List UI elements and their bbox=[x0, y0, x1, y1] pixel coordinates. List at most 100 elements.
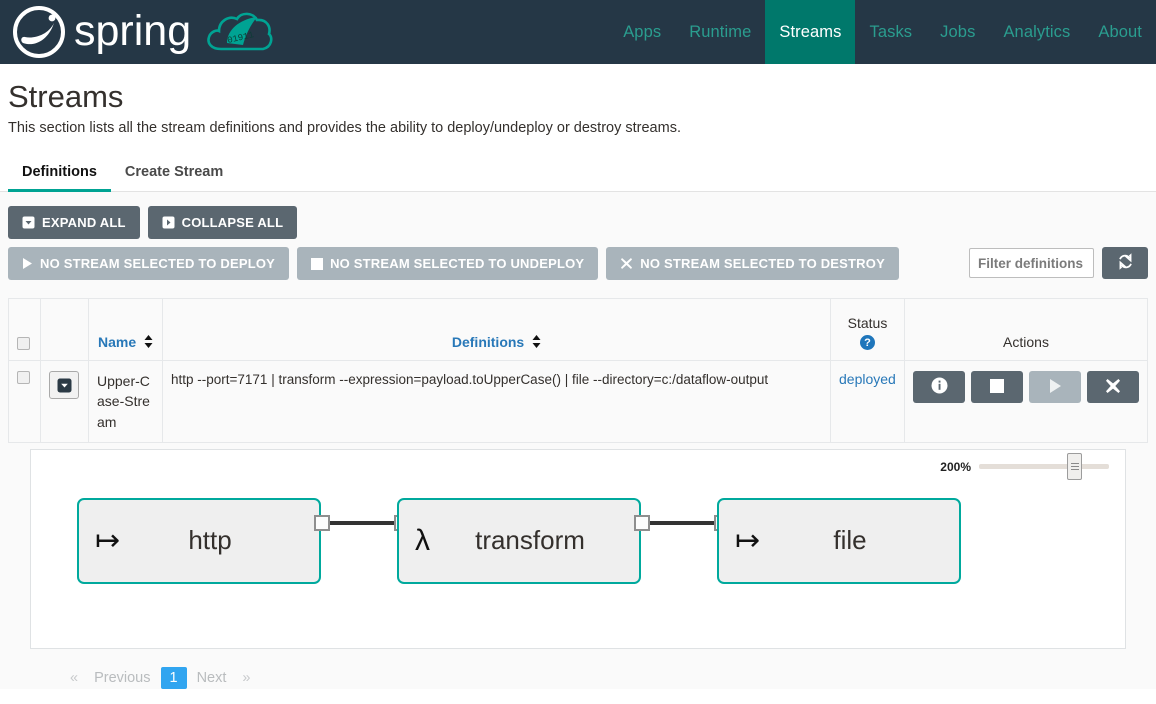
actions-header: Actions bbox=[904, 298, 1148, 362]
page-number-1[interactable]: 1 bbox=[160, 666, 187, 689]
stream-definitions-table: Name Definitions bbox=[8, 298, 1148, 443]
link-transform-file[interactable] bbox=[650, 520, 717, 525]
row-name: Upper-Case-Stream bbox=[88, 360, 163, 443]
play-triangle-icon bbox=[1048, 378, 1062, 397]
status-badge[interactable]: deployed bbox=[839, 371, 896, 388]
sink-mapsto-icon: ↦ bbox=[735, 523, 761, 557]
nav-item-streams[interactable]: Streams bbox=[765, 0, 856, 64]
select-all-header bbox=[8, 298, 41, 362]
tab-create-stream[interactable]: Create Stream bbox=[124, 164, 224, 181]
brand-logo[interactable]: spring 01911 bbox=[0, 0, 277, 64]
nav-item-tasks[interactable]: Tasks bbox=[869, 22, 913, 41]
refresh-button[interactable] bbox=[1102, 247, 1148, 280]
row-actions-cell bbox=[904, 360, 1148, 443]
nav-item-runtime[interactable]: Runtime bbox=[689, 22, 752, 41]
row-status-cell: deployed bbox=[830, 360, 905, 443]
brand-wordmark: spring bbox=[74, 9, 199, 55]
refresh-icon bbox=[1117, 253, 1134, 273]
table-body: Upper-Case-Stream http --port=7171 | tra… bbox=[8, 360, 1148, 443]
deploy-streams-button[interactable]: NO STREAM SELECTED TO DEPLOY bbox=[8, 247, 290, 281]
sort-caret-icon bbox=[144, 335, 153, 351]
link-http-transform[interactable] bbox=[330, 520, 398, 525]
info-button[interactable] bbox=[913, 371, 965, 404]
name-header-label: Name bbox=[97, 334, 137, 351]
zoom-control: 200% bbox=[940, 453, 1109, 481]
definitions-panel: EXPAND ALL COLLAPSE ALL NO STREAM SELECT… bbox=[0, 192, 1156, 689]
stream-diagram-panel: 200% ↦ http λ bbox=[30, 448, 1126, 649]
collapse-all-button[interactable]: COLLAPSE ALL bbox=[147, 206, 298, 240]
row-actions bbox=[913, 371, 1139, 404]
spring-leaf-logo bbox=[8, 1, 70, 63]
undeploy-streams-button[interactable]: NO STREAM SELECTED TO UNDEPLOY bbox=[297, 247, 599, 281]
stop-square-icon bbox=[311, 257, 324, 270]
stream-graph: ↦ http λ transform bbox=[31, 480, 1125, 640]
nav-items: Apps Runtime Streams Tasks Jobs Analytic… bbox=[609, 0, 1156, 64]
table-row: Upper-Case-Stream http --port=7171 | tra… bbox=[8, 360, 1148, 443]
transform-output-port[interactable] bbox=[634, 514, 650, 531]
zoom-slider-handle[interactable] bbox=[1067, 453, 1083, 481]
definitions-header-label: Definitions bbox=[451, 334, 525, 351]
sort-by-name[interactable]: Name bbox=[98, 334, 153, 350]
filter-definitions-input[interactable] bbox=[969, 248, 1094, 279]
svg-text:spring: spring bbox=[74, 9, 191, 55]
destroy-streams-label: NO STREAM SELECTED TO DESTROY bbox=[640, 256, 885, 272]
name-header: Name bbox=[88, 298, 163, 362]
tab-definitions[interactable]: Definitions bbox=[8, 158, 111, 193]
row-definition: http --port=7171 | transform --expressio… bbox=[162, 360, 831, 443]
action-toolbar: NO STREAM SELECTED TO DEPLOY NO STREAM S… bbox=[8, 247, 1148, 288]
zoom-slider[interactable] bbox=[979, 453, 1109, 481]
status-header: Status ? bbox=[830, 298, 905, 362]
lambda-processor-icon: λ bbox=[415, 523, 430, 557]
toggle-header bbox=[40, 298, 89, 362]
expand-all-button[interactable]: EXPAND ALL bbox=[8, 206, 140, 240]
status-header-label: Status bbox=[847, 315, 888, 332]
pagination: « Previous 1 Next » bbox=[8, 649, 1148, 689]
filter-row bbox=[969, 247, 1148, 280]
play-triangle-icon bbox=[22, 257, 33, 270]
table-header-row: Name Definitions bbox=[8, 298, 1148, 362]
definitions-header: Definitions bbox=[162, 298, 831, 362]
collapse-all-icon bbox=[162, 216, 175, 229]
expand-all-icon bbox=[22, 216, 35, 229]
page-description: This section lists all the stream defini… bbox=[8, 120, 681, 137]
top-navigation-bar: spring 01911 Apps Runtime Streams Tasks … bbox=[0, 0, 1156, 64]
collapse-all-label: COLLAPSE ALL bbox=[181, 215, 284, 231]
expand-row-button[interactable] bbox=[49, 371, 79, 400]
graph-node-file-label: file bbox=[833, 525, 867, 556]
row-checkbox[interactable] bbox=[17, 371, 30, 385]
expand-all-label: EXPAND ALL bbox=[42, 215, 126, 231]
page-header: Streams This section lists all the strea… bbox=[0, 64, 1156, 136]
previous-page-link[interactable]: Previous bbox=[94, 669, 151, 686]
destroy-button[interactable] bbox=[1087, 371, 1139, 404]
http-output-port[interactable] bbox=[314, 514, 330, 531]
nav-item-apps[interactable]: Apps bbox=[623, 22, 662, 41]
question-mark-icon[interactable]: ? bbox=[860, 335, 875, 351]
undeploy-button[interactable] bbox=[971, 371, 1023, 404]
table-header: Name Definitions bbox=[8, 298, 1148, 362]
graph-node-http[interactable]: ↦ http bbox=[77, 497, 321, 584]
graph-node-transform-label: transform bbox=[475, 525, 585, 556]
nav-item-about[interactable]: About bbox=[1098, 22, 1142, 41]
next-page-link[interactable]: Next bbox=[196, 669, 227, 686]
select-all-checkbox[interactable] bbox=[17, 337, 30, 351]
graph-node-file[interactable]: ↦ file bbox=[717, 497, 961, 584]
nav-item-analytics[interactable]: Analytics bbox=[1003, 22, 1071, 41]
deploy-streams-label: NO STREAM SELECTED TO DEPLOY bbox=[40, 256, 276, 272]
stop-square-icon bbox=[990, 378, 1004, 396]
info-circle-icon bbox=[931, 377, 948, 397]
times-icon bbox=[620, 257, 633, 270]
next-chevron-icon[interactable]: » bbox=[242, 669, 251, 686]
sort-caret-icon bbox=[532, 335, 541, 351]
page-title: Streams bbox=[8, 79, 124, 114]
destroy-streams-button[interactable]: NO STREAM SELECTED TO DESTROY bbox=[606, 247, 899, 281]
prev-chevron-icon[interactable]: « bbox=[70, 669, 79, 686]
graph-node-transform[interactable]: λ transform bbox=[397, 497, 641, 584]
dataflow-cloud-icon: 01911 bbox=[203, 7, 277, 57]
source-mapsto-icon: ↦ bbox=[95, 523, 121, 557]
times-icon bbox=[1105, 378, 1121, 397]
row-toggle-cell bbox=[40, 360, 89, 443]
zoom-level-label: 200% bbox=[940, 459, 971, 474]
nav-item-jobs[interactable]: Jobs bbox=[940, 22, 976, 41]
sort-by-definitions[interactable]: Definitions bbox=[452, 334, 541, 350]
